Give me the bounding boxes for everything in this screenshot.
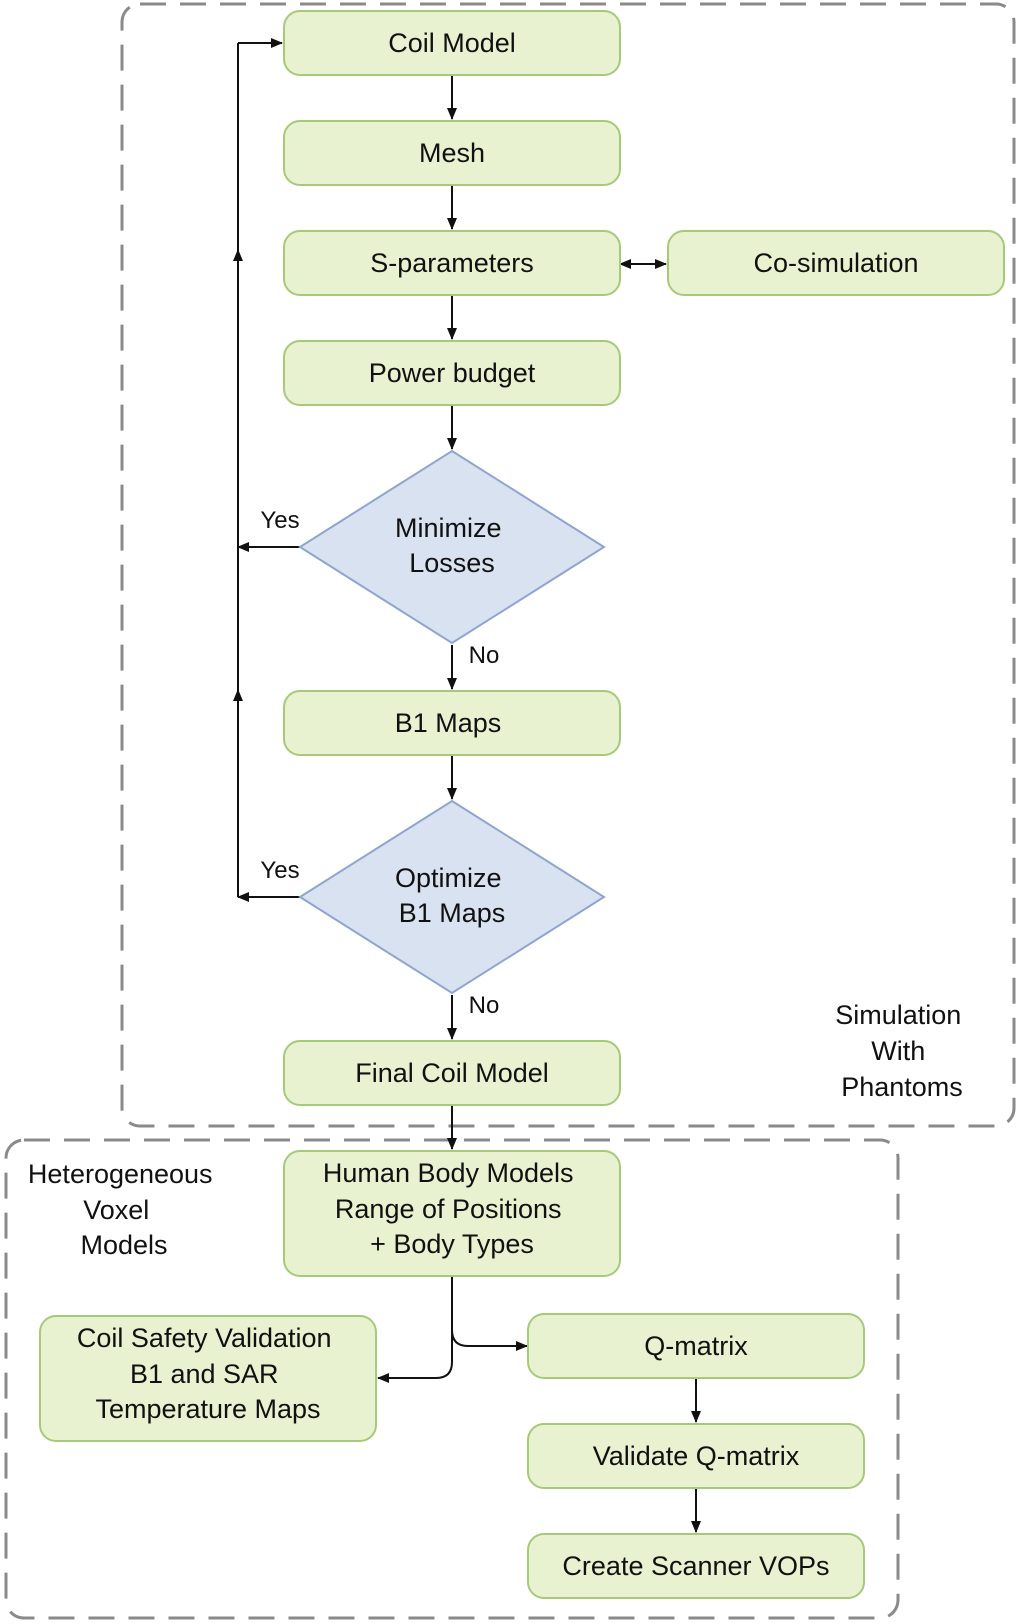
heterogeneous-voxel-region <box>4 1138 900 1620</box>
no-label-optimize: No <box>469 992 500 1019</box>
q-matrix-box: Q-matrix <box>527 1313 865 1379</box>
co-simulation-box: Co-simulation <box>667 230 1005 296</box>
human-body-models-box: Human Body Models Range of Positions + B… <box>283 1150 621 1277</box>
heterogeneous-voxel-label: Heterogeneous Voxel Models <box>28 1159 220 1260</box>
coil-safety-validation-label: Coil Safety Validation B1 and SAR Temper… <box>77 1323 339 1424</box>
b1-maps-label: B1 Maps <box>395 708 502 738</box>
arrow-human-to-safety <box>377 1276 453 1383</box>
q-matrix-label: Q-matrix <box>644 1331 748 1361</box>
human-body-models-label: Human Body Models Range of Positions + B… <box>323 1158 581 1259</box>
s-parameters-label: S-parameters <box>370 248 534 278</box>
final-coil-model-box: Final Coil Model <box>283 1040 621 1106</box>
arrow-human-to-qmatrix <box>451 1276 528 1351</box>
final-coil-model-label: Final Coil Model <box>355 1058 549 1088</box>
minimize-losses-label: Minimize Losses <box>395 513 509 578</box>
connectors <box>233 38 701 1533</box>
mesh-label: Mesh <box>419 138 485 168</box>
mesh-box: Mesh <box>283 120 621 186</box>
no-label-minimize: No <box>469 642 500 669</box>
create-scanner-vops-label: Create Scanner VOPs <box>562 1551 829 1581</box>
co-simulation-label: Co-simulation <box>753 248 918 278</box>
simulation-phantoms-region <box>120 2 1016 1128</box>
validate-q-matrix-label: Validate Q-matrix <box>593 1441 800 1471</box>
power-budget-label: Power budget <box>369 358 536 388</box>
simulation-phantoms-label: Simulation With Phantoms <box>835 1000 969 1102</box>
minimize-losses-diamond: Minimize Losses <box>298 449 606 645</box>
s-parameters-box: S-parameters <box>283 230 621 296</box>
yes-label-minimize: Yes <box>260 507 299 534</box>
coil-model-box: Coil Model <box>283 10 621 76</box>
yes-label-optimize: Yes <box>260 857 299 884</box>
coil-model-label: Coil Model <box>388 28 516 58</box>
coil-safety-validation-box: Coil Safety Validation B1 and SAR Temper… <box>39 1315 377 1442</box>
validate-q-matrix-box: Validate Q-matrix <box>527 1423 865 1489</box>
optimize-b1-maps-label: Optimize B1 Maps <box>395 863 509 928</box>
optimize-b1-maps-diamond: Optimize B1 Maps <box>298 799 606 995</box>
power-budget-box: Power budget <box>283 340 621 406</box>
create-scanner-vops-box: Create Scanner VOPs <box>527 1533 865 1599</box>
b1-maps-box: B1 Maps <box>283 690 621 756</box>
